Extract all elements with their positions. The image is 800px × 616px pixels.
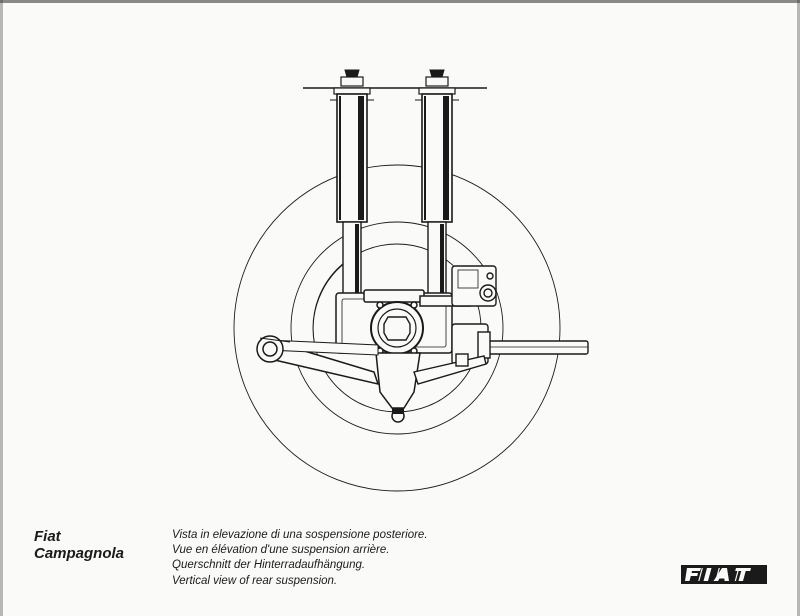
brand-name: Fiat	[34, 528, 61, 545]
caption-french: Vue en élévation d'une suspension arrièr…	[172, 544, 390, 557]
caption-german: Querschnitt der Hinterradaufhängung.	[172, 559, 366, 572]
right-shock-absorber	[415, 69, 459, 301]
rim-flange-arc	[312, 257, 353, 351]
lower-knuckle	[375, 352, 421, 423]
rim-outer-circle	[290, 221, 504, 435]
fiat-logo	[681, 565, 767, 584]
fiat-logo-letters	[685, 568, 751, 581]
model-name-line: Campagnola	[34, 545, 125, 562]
lower-right-link	[413, 353, 487, 385]
caption-italian: Vista in elevazione di una sospensione p…	[172, 529, 428, 541]
tyre-outer-circle	[233, 164, 561, 492]
hub-carrier	[335, 289, 471, 355]
sheet-edge-top	[0, 0, 800, 3]
model-name: Fiat Campagnola	[34, 528, 124, 562]
sheet-edge-left	[0, 0, 3, 616]
sheet-edge-right	[797, 0, 800, 616]
caption-english: Vertical view of rear suspension.	[172, 574, 338, 587]
left-shock-absorber	[330, 69, 374, 301]
caption-block: Vista in elevazione di una sospensione p…	[172, 528, 428, 589]
upper-right-bracket	[451, 265, 497, 307]
rear-suspension-drawing	[233, 69, 589, 492]
lower-trailing-arm	[256, 335, 380, 386]
